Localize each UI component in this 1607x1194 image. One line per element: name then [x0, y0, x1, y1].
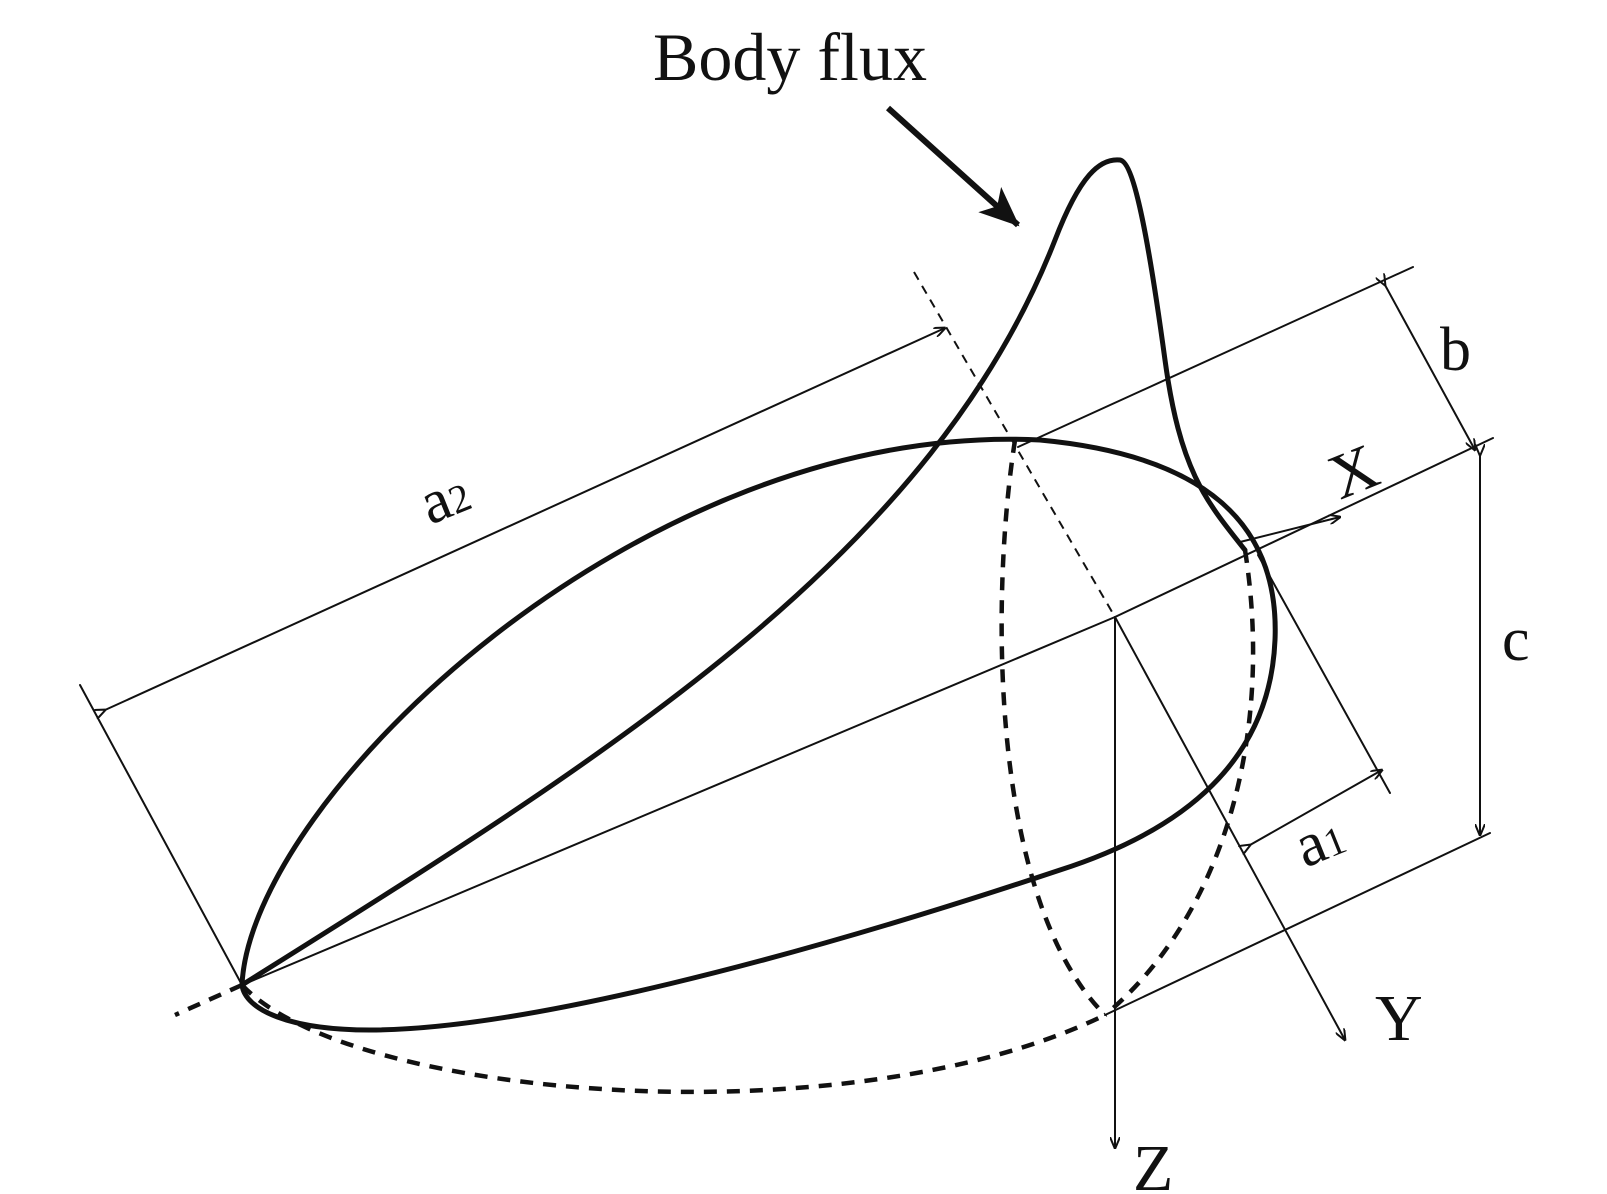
bottom-extension-line: [1104, 832, 1491, 1016]
x-axis-arrow: [1239, 517, 1340, 543]
title-arrow: [885, 105, 1021, 228]
axis-extension-dashed: [174, 982, 243, 1018]
title-label: Body flux: [653, 19, 927, 95]
cross-section-dashed-left: [999, 439, 1107, 1017]
b-label: b: [1440, 316, 1471, 384]
c-label: c: [1502, 606, 1530, 674]
y-axis-arrow: [1114, 616, 1345, 1040]
a1-dimension-arrow: [1250, 770, 1382, 845]
a2-dimension-arrow: [105, 328, 945, 710]
main-axis-line: [241, 616, 1116, 986]
top-extension-line: [1017, 266, 1414, 448]
front-boundary-line: [1257, 554, 1391, 794]
b-dimension-arrow: [1385, 285, 1475, 450]
x-axis-line: [1114, 437, 1494, 618]
rear-boundary-line: [79, 684, 243, 986]
ellipsoid-top-outline: [239, 436, 1278, 1033]
a1-label: a1: [1285, 800, 1355, 881]
z-axis-label: Z: [1133, 1132, 1173, 1194]
cross-section-dashed-right: [1103, 549, 1256, 1017]
body-flux-curve: [239, 157, 1248, 988]
x-axis-label: X: [1319, 430, 1388, 513]
ellipsoid-bottom-dashed: [240, 983, 1106, 1095]
a2-label: a2: [410, 457, 480, 538]
y-axis-label: Y: [1375, 982, 1423, 1055]
